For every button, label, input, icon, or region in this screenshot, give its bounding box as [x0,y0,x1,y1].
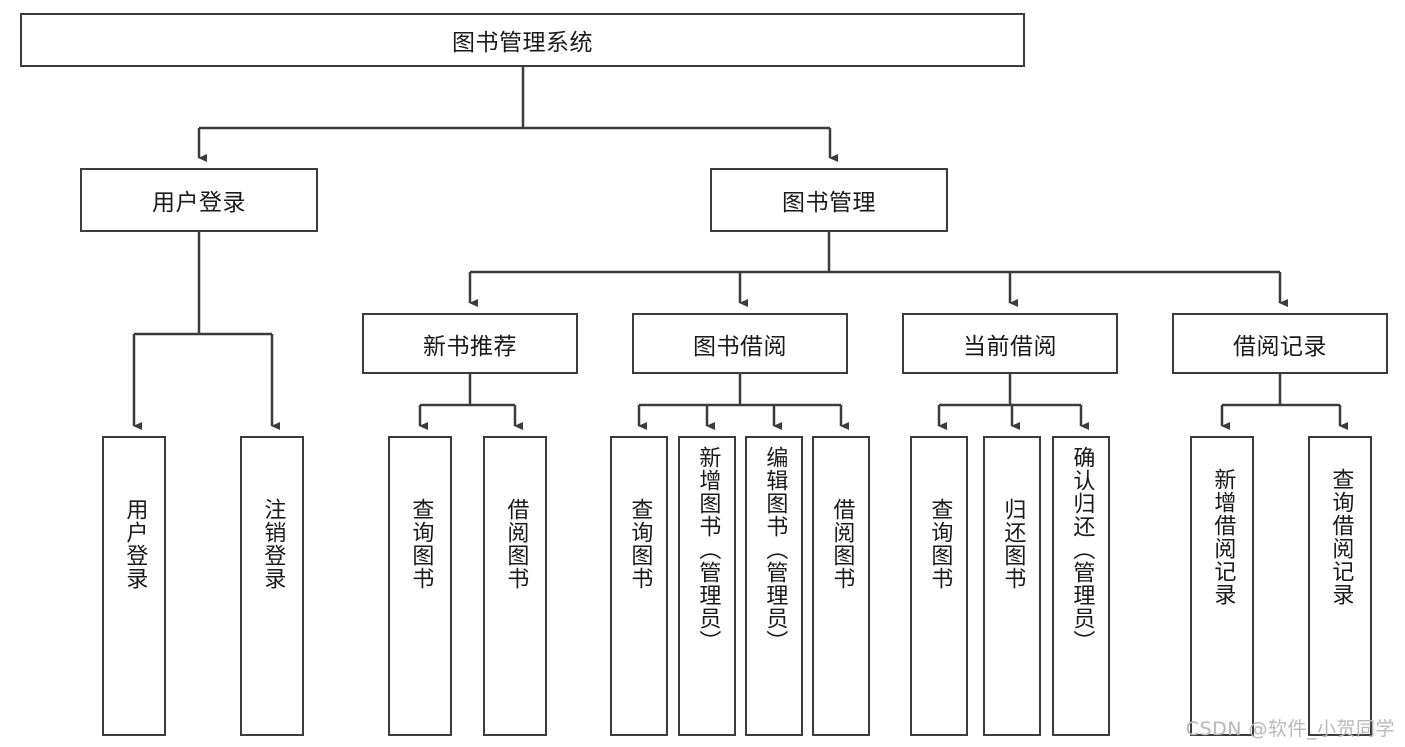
node-leaf-logout-login[interactable]: 注销登录 [240,436,304,736]
node-book-manage[interactable]: 图书管理 [710,168,948,232]
node-leaf-borrow-book-1-label: 借阅图书 [503,498,529,590]
node-leaf-query-book-2-label: 查询图书 [627,498,653,590]
node-borrow-record[interactable]: 借阅记录 [1172,313,1388,374]
node-root-label: 图书管理系统 [452,30,593,56]
node-leaf-confirm-return-admin-label: 确认归还（管理员） [1069,446,1095,653]
node-leaf-add-book-admin-label: 新增图书（管理员） [695,446,721,653]
node-leaf-edit-book-admin-label: 编辑图书（管理员） [762,446,788,653]
node-leaf-borrow-book-2[interactable]: 借阅图书 [812,436,870,736]
node-leaf-query-borrow-record[interactable]: 查询借阅记录 [1308,436,1372,736]
node-book-borrow[interactable]: 图书借阅 [632,313,848,374]
node-leaf-query-book-3[interactable]: 查询图书 [910,436,968,736]
node-leaf-edit-book-admin[interactable]: 编辑图书（管理员） [745,436,803,736]
node-leaf-return-book[interactable]: 归还图书 [983,436,1041,736]
node-leaf-add-borrow-record-label: 新增借阅记录 [1210,468,1236,606]
node-borrow-record-label: 借阅记录 [1233,333,1327,360]
node-leaf-user-login-label: 用户登录 [122,498,148,590]
node-new-book-recommend[interactable]: 新书推荐 [362,313,578,374]
node-new-book-recommend-label: 新书推荐 [423,333,517,360]
node-leaf-return-book-label: 归还图书 [1000,498,1026,590]
node-leaf-query-book-1[interactable]: 查询图书 [388,436,452,736]
node-leaf-borrow-book-1[interactable]: 借阅图书 [483,436,547,736]
node-leaf-add-borrow-record[interactable]: 新增借阅记录 [1190,436,1254,736]
node-leaf-add-book-admin[interactable]: 新增图书（管理员） [678,436,736,736]
node-book-borrow-label: 图书借阅 [693,333,787,360]
node-leaf-borrow-book-2-label: 借阅图书 [829,498,855,590]
node-root[interactable]: 图书管理系统 [20,13,1025,67]
node-user-login-label: 用户登录 [152,190,246,216]
node-current-borrow-label: 当前借阅 [963,333,1057,360]
node-leaf-query-book-3-label: 查询图书 [927,498,953,590]
node-leaf-user-login[interactable]: 用户登录 [102,436,166,736]
node-leaf-logout-login-label: 注销登录 [260,498,286,590]
node-leaf-confirm-return-admin[interactable]: 确认归还（管理员） [1052,436,1110,736]
watermark: CSDN @软件_小贺同学 [1185,718,1395,740]
node-leaf-query-borrow-record-label: 查询借阅记录 [1328,468,1354,606]
node-current-borrow[interactable]: 当前借阅 [902,313,1118,374]
node-user-login[interactable]: 用户登录 [80,168,318,232]
node-leaf-query-book-2[interactable]: 查询图书 [610,436,668,736]
node-book-manage-label: 图书管理 [782,190,876,216]
node-leaf-query-book-1-label: 查询图书 [408,498,434,590]
